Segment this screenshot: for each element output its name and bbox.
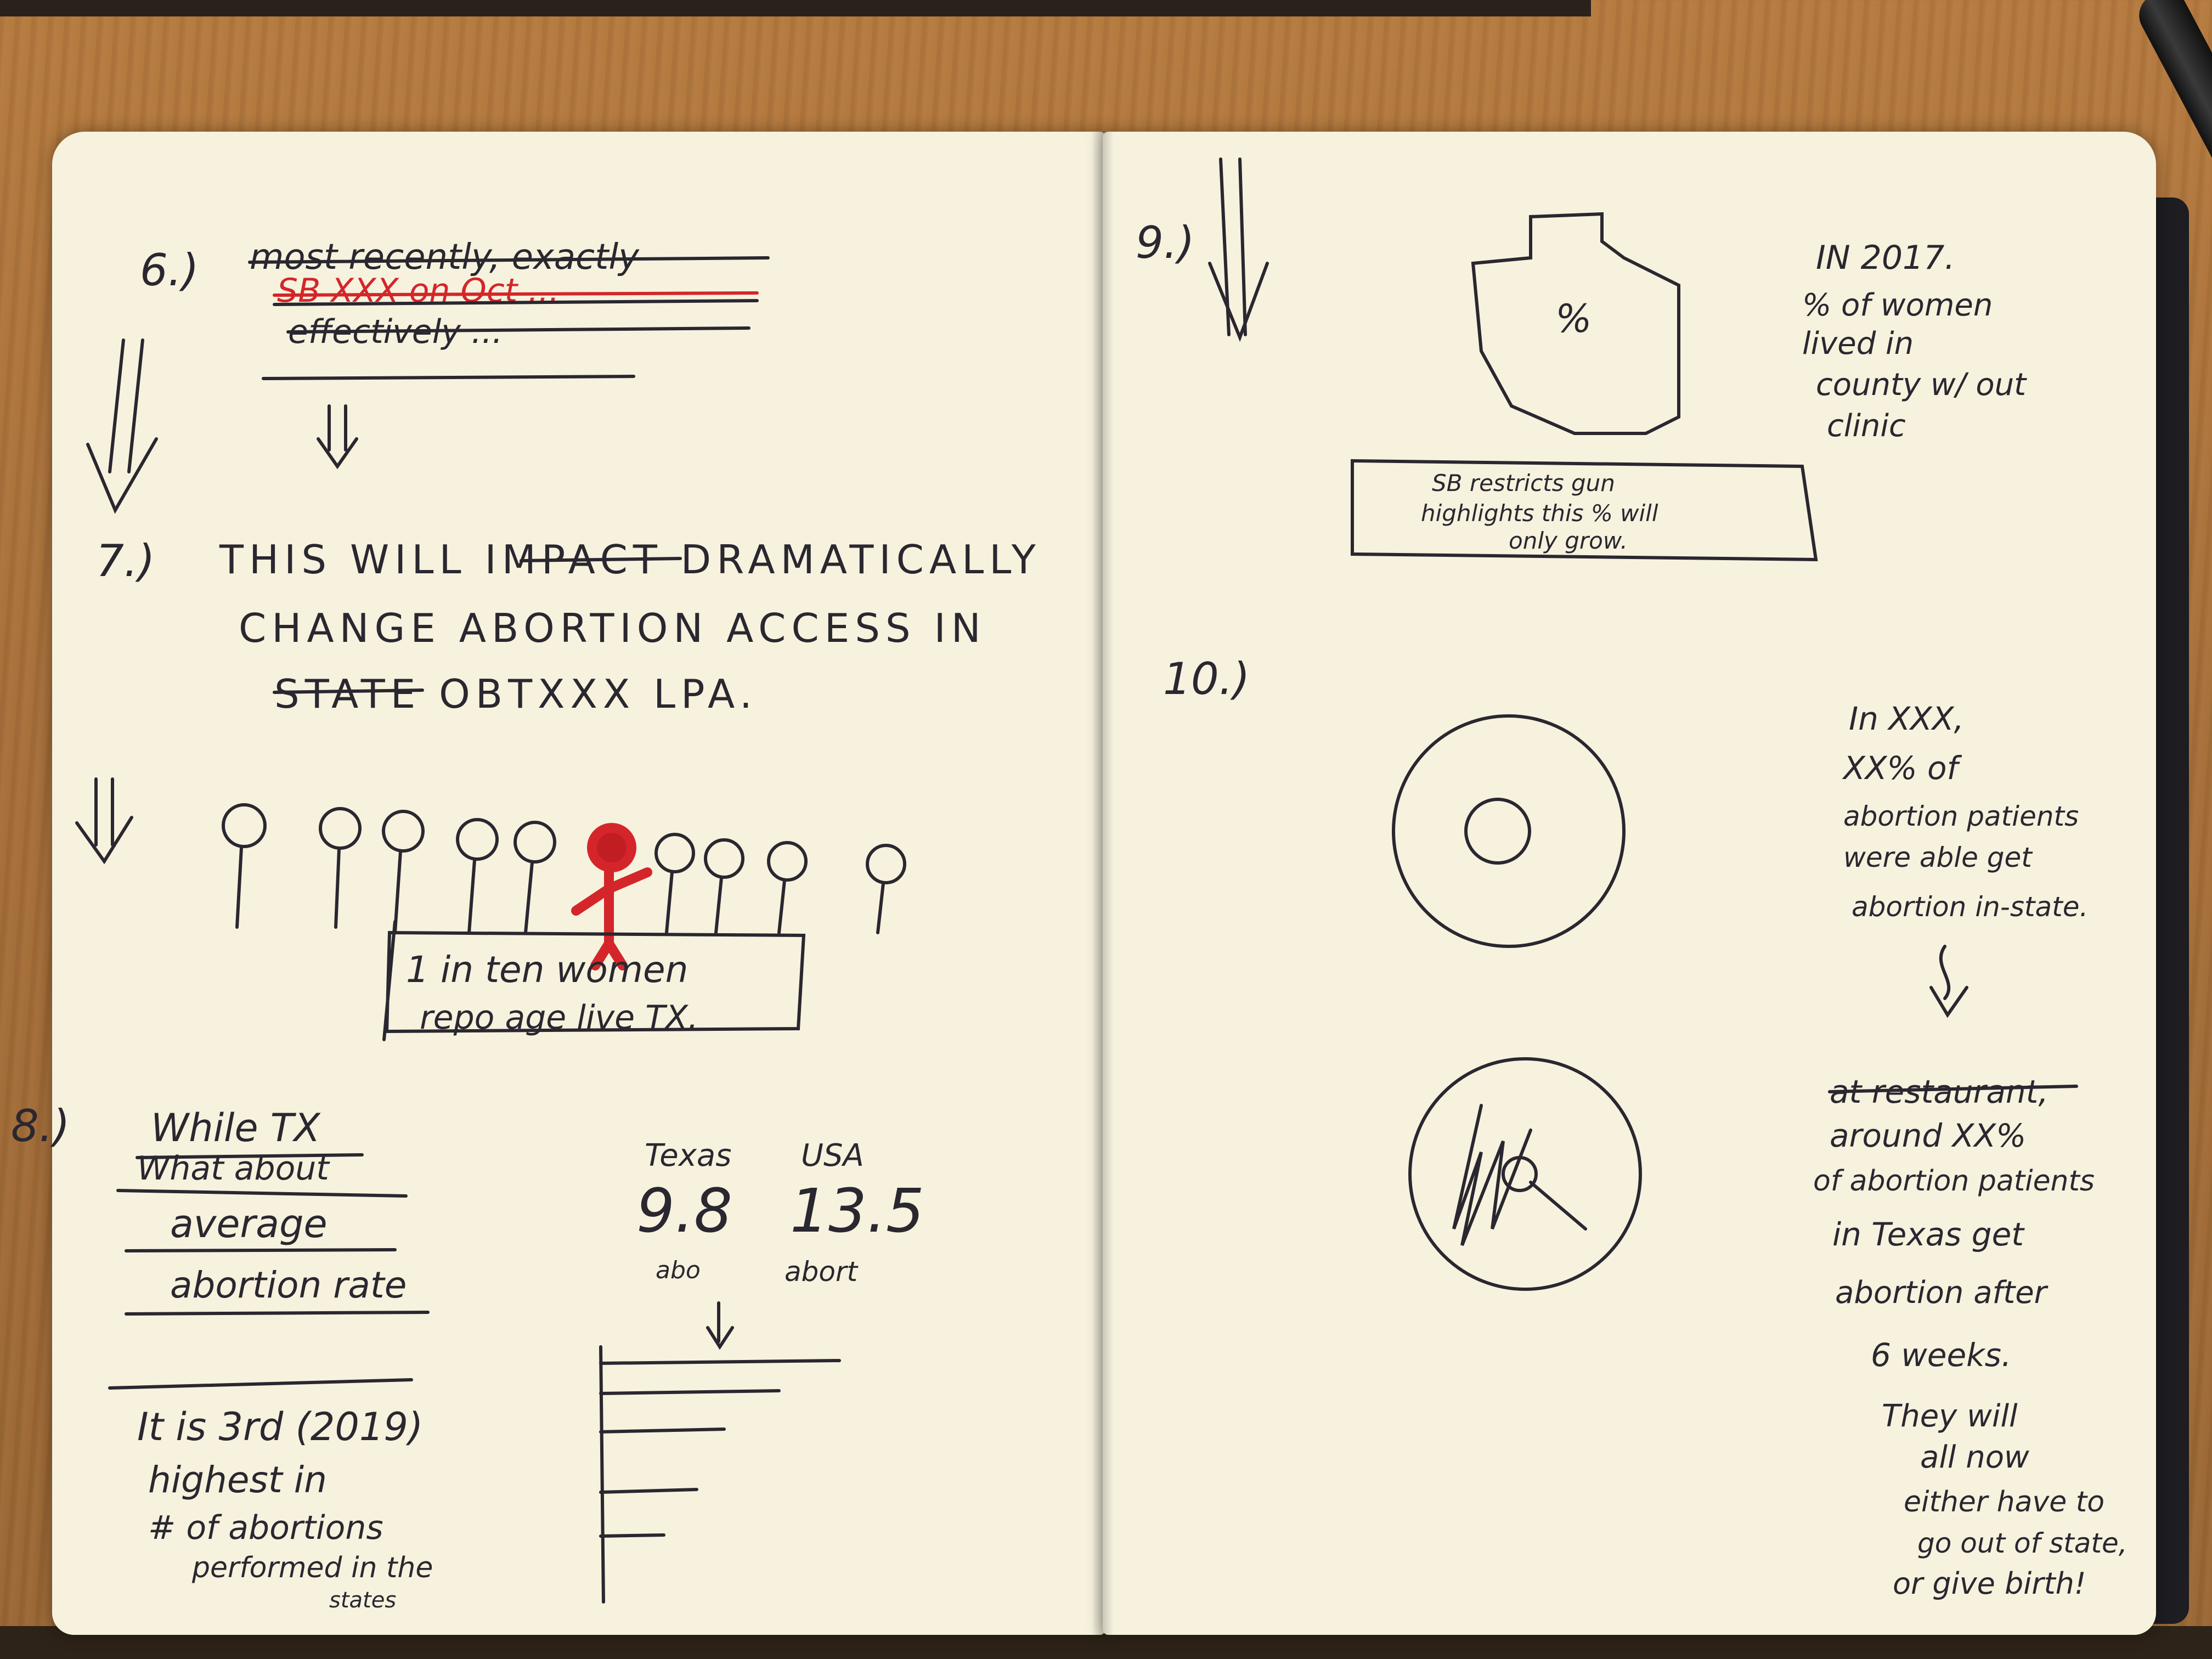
step10-note2-line7: They will bbox=[1882, 1398, 2018, 1434]
highlighted-person-icon bbox=[571, 823, 652, 970]
strike-line bbox=[248, 256, 770, 264]
notebook-spine bbox=[1092, 132, 1114, 1635]
down-arrow-icon bbox=[86, 338, 158, 514]
step9-note4: county w/ out bbox=[1816, 367, 2027, 403]
step10-note4: were able get bbox=[1843, 842, 2033, 873]
down-arrow-icon bbox=[75, 777, 133, 865]
pie-chart-sketch bbox=[1408, 1057, 1642, 1291]
step7-line3: STATE OBTXXX LPA. bbox=[274, 671, 758, 717]
step10-note2-line8: all now bbox=[1920, 1440, 2029, 1475]
people-row bbox=[222, 803, 906, 934]
rank-line1: It is 3rd (2019) bbox=[137, 1404, 423, 1449]
step10-note1: In XXX, bbox=[1849, 700, 1964, 737]
step10-note2-line9: either have to bbox=[1904, 1486, 2104, 1519]
down-arrow-icon bbox=[706, 1301, 734, 1350]
step8-number: 8.) bbox=[11, 1101, 70, 1152]
pie-scribble bbox=[1452, 1104, 1587, 1246]
step10-note2-line2: around XX% bbox=[1830, 1117, 2026, 1154]
usa-label: USA bbox=[801, 1138, 864, 1173]
step8-line1: While TX bbox=[151, 1105, 321, 1150]
underline bbox=[273, 299, 759, 306]
step8-line3: average bbox=[170, 1201, 328, 1246]
strike-line bbox=[136, 1153, 364, 1159]
texas-value: 9.8 bbox=[636, 1176, 732, 1246]
underline bbox=[262, 375, 635, 380]
step10-note3: abortion patients bbox=[1843, 800, 2079, 832]
step9-note2: % of women bbox=[1802, 287, 1993, 323]
county-shape-label: % bbox=[1555, 296, 1592, 341]
step7-number: 7.) bbox=[96, 535, 155, 586]
rank-line5: states bbox=[329, 1588, 396, 1613]
usa-value: 13.5 bbox=[790, 1176, 924, 1246]
table-edge-top bbox=[0, 0, 1591, 16]
step10-note5: abortion in-state. bbox=[1852, 891, 2088, 923]
strike-line bbox=[1828, 1085, 2078, 1093]
step9-number: 9.) bbox=[1136, 217, 1195, 268]
rank-line2: highest in bbox=[148, 1459, 327, 1501]
step9-note1: IN 2017. bbox=[1816, 239, 1955, 277]
strike-line-red bbox=[273, 291, 759, 297]
down-arrow-icon bbox=[1929, 945, 1968, 1018]
step10-note2: XX% of bbox=[1842, 749, 1962, 787]
notebook-page-right bbox=[1103, 132, 2156, 1635]
step8-line4: abortion rate bbox=[170, 1264, 407, 1306]
rank-line3: # of abortions bbox=[148, 1509, 383, 1547]
step9-note3: lived in bbox=[1802, 326, 1914, 362]
underline bbox=[125, 1311, 430, 1316]
down-arrow-icon bbox=[317, 404, 358, 470]
step10-note2-line4: in Texas get bbox=[1832, 1216, 2025, 1253]
strike-line bbox=[286, 326, 751, 334]
note-box bbox=[1351, 459, 1818, 562]
callout-line2: repo age live TX. bbox=[420, 998, 698, 1037]
step10-note2-line5: abortion after bbox=[1835, 1275, 2049, 1311]
strike-line bbox=[520, 557, 682, 562]
usa-unit: abort bbox=[785, 1256, 859, 1288]
step9-box3: only grow. bbox=[1509, 527, 1628, 554]
underline bbox=[116, 1189, 408, 1198]
strike-line bbox=[273, 689, 424, 694]
callout-box bbox=[382, 920, 806, 1041]
callout-line1: 1 in ten women bbox=[406, 949, 689, 991]
rank-line4: performed in the bbox=[191, 1551, 433, 1584]
underline bbox=[108, 1378, 413, 1390]
down-arrow-icon bbox=[1208, 157, 1269, 342]
step9-box1: SB restricts gun bbox=[1432, 470, 1615, 496]
step10-note2-line10: go out of state, bbox=[1917, 1527, 2128, 1559]
step10-note2-line11: or give birth! bbox=[1893, 1566, 2086, 1601]
step9-note5: clinic bbox=[1827, 408, 1906, 444]
donut-chart-sketch bbox=[1392, 714, 1626, 948]
step6-number: 6.) bbox=[140, 245, 199, 296]
texas-label: Texas bbox=[645, 1138, 731, 1173]
county-shape bbox=[1471, 212, 1680, 435]
step7-line2: CHANGE ABORTION ACCESS IN bbox=[239, 605, 986, 651]
bar-sketch bbox=[599, 1345, 841, 1604]
texas-unit: abo bbox=[656, 1256, 701, 1284]
step9-box2: highlights this % will bbox=[1421, 500, 1658, 527]
donut-chart-hole bbox=[1464, 798, 1531, 865]
step10-note2-line3: of abortion patients bbox=[1813, 1165, 2095, 1198]
step10-number: 10.) bbox=[1163, 653, 1250, 704]
step10-note2-line6: 6 weeks. bbox=[1871, 1336, 2011, 1374]
underline bbox=[125, 1248, 397, 1252]
step6-line1: most recently, exactly bbox=[250, 237, 640, 278]
